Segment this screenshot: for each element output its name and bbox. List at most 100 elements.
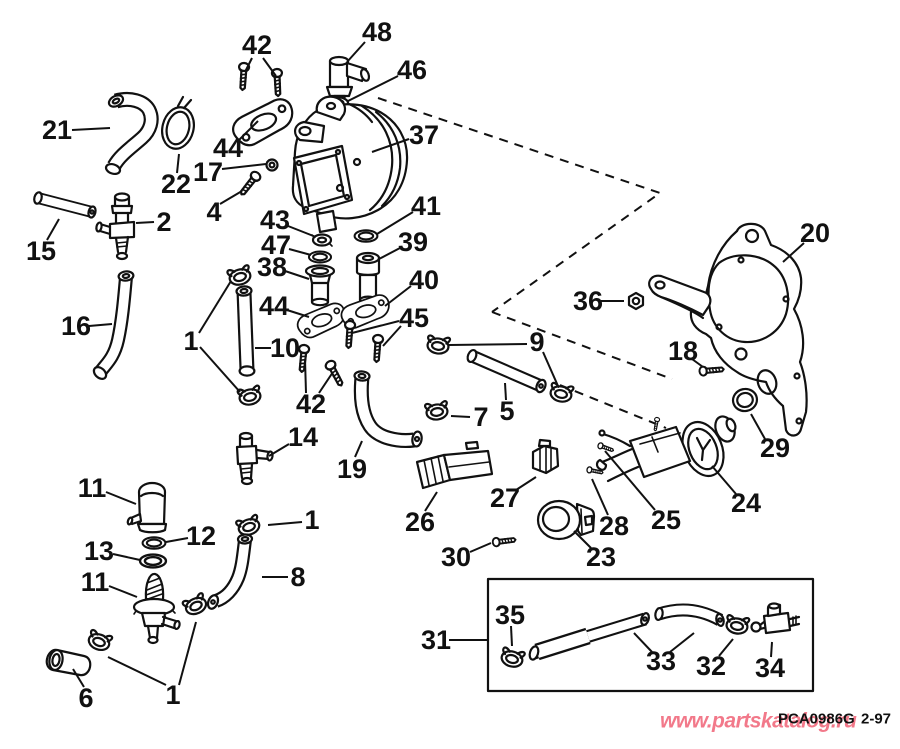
- leader-line-28: [591, 478, 609, 516]
- leader-line-45: [382, 325, 402, 347]
- part-34-fitting: [750, 602, 801, 635]
- callout-28: 28: [599, 511, 629, 541]
- part-1-clamp-bottom: [236, 384, 264, 408]
- part-1-clamp-top: [225, 263, 254, 289]
- leader-line-19: [354, 440, 363, 458]
- part-16-elbow-hose: [92, 270, 135, 380]
- callout-13: 13: [84, 536, 114, 566]
- leader-line-23: [573, 530, 592, 549]
- part-44-gasket-mid: [293, 300, 350, 342]
- leader-line-5: [504, 382, 507, 401]
- leader-line-47: [288, 248, 312, 256]
- leader-line-38: [284, 270, 310, 280]
- callout-16: 16: [61, 311, 91, 341]
- leader-line-42: [262, 57, 277, 77]
- callout-39: 39: [398, 227, 428, 257]
- callout-35: 35: [495, 600, 525, 630]
- leader-line-25: [604, 450, 656, 511]
- part-23-bracket: [536, 499, 596, 541]
- leader-line-40: [384, 285, 412, 307]
- leader-line-18: [691, 358, 704, 368]
- dashed-reference-lines: [377, 97, 673, 429]
- watermark-text: www.partskatalog.ru: [660, 710, 857, 733]
- callout-41: 41: [411, 191, 441, 221]
- leader-line-1: [178, 621, 197, 686]
- part-19-elbow-hose: [353, 370, 423, 448]
- leader-line-26: [424, 491, 438, 512]
- callout-15: 15: [26, 236, 56, 266]
- part-29-seal-ring: [731, 387, 759, 413]
- leader-line-41: [376, 211, 414, 235]
- part-8-elbow-hose: [206, 533, 254, 610]
- part-30-screw: [491, 534, 518, 548]
- leader-line-4: [219, 190, 243, 205]
- callout-29: 29: [760, 433, 790, 463]
- leader-line-2: [135, 221, 155, 224]
- callout-30: 30: [441, 542, 471, 572]
- part-6-tube: [45, 648, 92, 677]
- callout-19: 19: [337, 454, 367, 484]
- callout-45: 45: [399, 303, 429, 333]
- part-13-o-ring: [138, 553, 168, 569]
- part-20-mounting-plate: [648, 222, 808, 437]
- callout-42: 42: [242, 30, 272, 60]
- callout-37: 37: [409, 120, 439, 150]
- callout-42: 42: [296, 389, 326, 419]
- leader-line-42: [318, 371, 334, 394]
- callout-23: 23: [586, 542, 616, 572]
- part-15-fuel-tube: [33, 191, 97, 219]
- footer-part-code: PCA0986G: [778, 711, 855, 728]
- part-17-nut: [265, 158, 279, 172]
- callout-4: 4: [206, 197, 221, 227]
- callout-11: 11: [78, 473, 107, 503]
- leader-line-44: [238, 120, 259, 141]
- callout-44: 44: [259, 291, 289, 321]
- leader-line-42: [304, 358, 307, 394]
- part-5-fuel-hose: [466, 348, 547, 394]
- leader-line-30: [469, 542, 492, 553]
- part-32-clamp: [723, 613, 751, 637]
- leader-line-33: [633, 632, 653, 653]
- leader-line-15: [46, 218, 60, 241]
- part-38-filter-cup: [304, 264, 336, 307]
- part-7-clamp: [423, 399, 451, 423]
- leader-line-39: [378, 247, 401, 260]
- part-14-tee-fitting: [235, 431, 274, 486]
- leader-line-44: [286, 309, 310, 318]
- leader-line-48: [346, 41, 366, 63]
- leader-line-20: [782, 242, 805, 263]
- part-12-o-ring: [141, 536, 167, 550]
- part-4-screw: [236, 168, 264, 199]
- callout-17: 17: [193, 157, 223, 187]
- part-10-hose: [235, 285, 256, 377]
- leader-line-9: [542, 351, 559, 387]
- callout-1: 1: [183, 326, 198, 356]
- callout-11: 11: [81, 567, 110, 597]
- leader-line-37: [371, 138, 410, 153]
- part-36-nut: [627, 291, 645, 311]
- part-42-screws-top: [236, 61, 285, 98]
- leader-line-29: [750, 413, 766, 440]
- part-35-clamp: [498, 645, 527, 671]
- leader-line-1: [107, 656, 167, 686]
- leader-line-43: [287, 225, 317, 238]
- leader-line-14: [268, 443, 290, 457]
- callout-27: 27: [490, 483, 520, 513]
- callout-1: 1: [165, 680, 180, 710]
- part-48-elbow-fitting: [325, 55, 371, 104]
- inset-box-31: [486, 577, 815, 693]
- leader-line-9: [448, 343, 528, 346]
- leader-line-45: [351, 320, 400, 334]
- callout-5: 5: [499, 396, 514, 426]
- part-42-screws-mid: [295, 343, 347, 389]
- leader-lines: [46, 41, 805, 688]
- callout-14: 14: [288, 422, 318, 452]
- callout-34: 34: [755, 653, 785, 683]
- callout-25: 25: [651, 505, 681, 535]
- part-22-hose-clamp: [161, 95, 195, 150]
- callout-12: 12: [186, 521, 216, 551]
- callout-2: 2: [156, 207, 171, 237]
- callout-43: 43: [260, 205, 290, 235]
